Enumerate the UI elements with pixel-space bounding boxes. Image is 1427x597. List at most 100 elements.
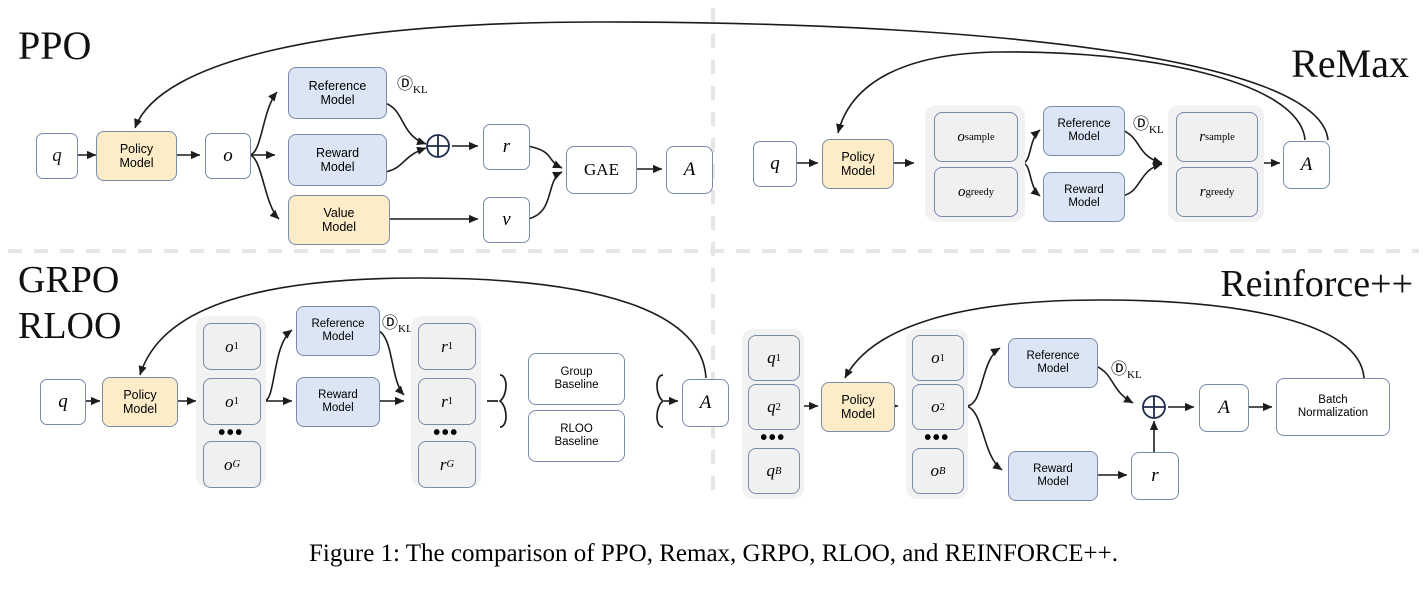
reinforce-input-q-B-base: q <box>766 461 776 480</box>
grpo-reference-model-line1: Reference <box>311 318 365 331</box>
ppo-edges <box>76 21 1329 224</box>
remax-reference-model[interactable]: Reference Model <box>1043 106 1125 156</box>
ppo-value-model-line2: Model <box>321 220 357 234</box>
remax-advantage-A[interactable]: A <box>1283 141 1330 189</box>
reinforce-advantage-A[interactable]: A <box>1199 384 1249 432</box>
reinforce-batch-normalization-line1: Batch <box>1318 394 1348 407</box>
ppo-reference-model[interactable]: Reference Model <box>288 67 387 119</box>
grpo-reward-ellipsis-label: ••• <box>433 421 459 444</box>
remax-reward-r-sample-sub: sample <box>1205 131 1235 143</box>
ppo-reference-model-line1: Reference <box>308 79 367 93</box>
ppo-value-v-label: v <box>502 209 511 230</box>
ppo-advantage-A[interactable]: A <box>666 146 713 194</box>
quadrant-title-grpo-label: GRPO <box>18 259 120 301</box>
ppo-reward-model[interactable]: Reward Model <box>288 134 387 186</box>
remax-policy-model[interactable]: Policy Model <box>822 139 894 189</box>
remax-input-q[interactable]: q <box>753 141 797 187</box>
reinforce-output-o-2-base: o <box>931 397 940 416</box>
reinforce-policy-model-line2: Model <box>840 407 876 421</box>
remax-reward-model-line2: Model <box>1068 197 1100 209</box>
grpo-rloo-baseline[interactable]: RLOO Baseline <box>528 410 625 462</box>
grpo-policy-model-line2: Model <box>122 402 158 416</box>
reinforce-output-o-1-base: o <box>931 348 940 367</box>
grpo-rloo-baseline-line2: Baseline <box>554 436 599 448</box>
reinforce-reference-model-line1: Reference <box>1026 350 1080 363</box>
reinforce-input-q-2-base: q <box>767 397 776 416</box>
reinforce-batch-normalization[interactable]: Batch Normalization <box>1276 378 1390 436</box>
grpo-kl-base: Ⓓ <box>382 315 399 332</box>
grpo-output-o-2-base: o <box>225 391 234 411</box>
grpo-reward-model[interactable]: Reward Model <box>296 377 380 427</box>
grpo-input-q[interactable]: q <box>40 379 86 425</box>
reinforce-reward-model-line2: Model <box>1037 476 1069 488</box>
ppo-value-v[interactable]: v <box>483 197 530 243</box>
grpo-advantage-A-label: A <box>699 392 712 413</box>
remax-output-o-sample-base: o <box>957 128 965 145</box>
remax-policy-model-line1: Policy <box>841 150 875 164</box>
grpo-input-q-label: q <box>58 391 68 412</box>
reinforce-reward-model-line1: Reward <box>1033 463 1073 476</box>
ppo-output-o[interactable]: o <box>205 133 251 179</box>
grpo-policy-model[interactable]: Policy Model <box>102 377 178 427</box>
remax-output-o-greedy-base: o <box>957 183 966 200</box>
quadrant-title-ppo: PPO <box>18 22 91 69</box>
ppo-kl-divergence-label: ⒹKL <box>397 70 428 96</box>
grpo-reward-r-G-sub: G <box>446 459 455 470</box>
grpo-group-baseline-line1: Group <box>560 366 593 379</box>
reinforce-reward-model[interactable]: Reward Model <box>1008 451 1098 501</box>
grpo-group-baseline-line2: Baseline <box>554 379 599 391</box>
reinforce-input-q-1-sub: 1 <box>775 352 781 364</box>
grpo-reference-model[interactable]: Reference Model <box>296 306 380 356</box>
remax-reference-model-line1: Reference <box>1057 118 1111 131</box>
reinforce-reward-r[interactable]: r <box>1131 452 1179 500</box>
reinforce-input-ellipsis: ••• <box>748 427 798 449</box>
remax-reward-model-line1: Reward <box>1064 184 1104 197</box>
remax-kl-sub: KL <box>1149 124 1164 137</box>
grpo-advantage-A[interactable]: A <box>682 379 729 427</box>
ppo-kl-sub: KL <box>413 84 428 97</box>
ppo-value-model[interactable]: Value Model <box>288 195 390 245</box>
ppo-input-q[interactable]: q <box>36 133 78 179</box>
remax-reward-r-greedy-base: r <box>1199 183 1206 200</box>
grpo-group-baseline[interactable]: Group Baseline <box>528 353 625 405</box>
ppo-advantage-A-label: A <box>683 159 696 180</box>
grpo-output-o-G-base: o <box>223 454 233 474</box>
reinforce-kl-divergence-label: ⒹKL <box>1111 355 1142 381</box>
grpo-reference-model-line2: Model <box>322 331 354 343</box>
quadrant-title-ppo-label: PPO <box>18 23 92 68</box>
quadrant-title-reinforce: Reinforce++ <box>1220 262 1413 306</box>
ppo-reward-model-line1: Reward <box>315 146 360 160</box>
reinforce-reference-model[interactable]: Reference Model <box>1008 338 1098 388</box>
grpo-policy-model-line1: Policy <box>123 388 157 402</box>
reinforce-input-q-1-base: q <box>767 348 776 367</box>
grpo-reward-r-2-sub: 1 <box>447 396 453 407</box>
ppo-gae[interactable]: GAE <box>566 146 637 194</box>
ppo-policy-model[interactable]: Policy Model <box>96 131 177 181</box>
grpo-output-ellipsis: ••• <box>203 422 259 444</box>
remax-reward-model[interactable]: Reward Model <box>1043 172 1125 222</box>
reinforce-kl-sub: KL <box>1127 369 1142 382</box>
grpo-reward-r-2-base: r <box>441 391 448 411</box>
ppo-reward-r[interactable]: r <box>483 124 530 170</box>
grpo-output-o-2-sub: 1 <box>233 396 239 407</box>
reinforce-policy-model[interactable]: Policy Model <box>821 382 895 432</box>
ppo-reference-model-line2: Model <box>320 93 355 107</box>
remax-reward-r-greedy-sub: greedy <box>1205 186 1235 198</box>
